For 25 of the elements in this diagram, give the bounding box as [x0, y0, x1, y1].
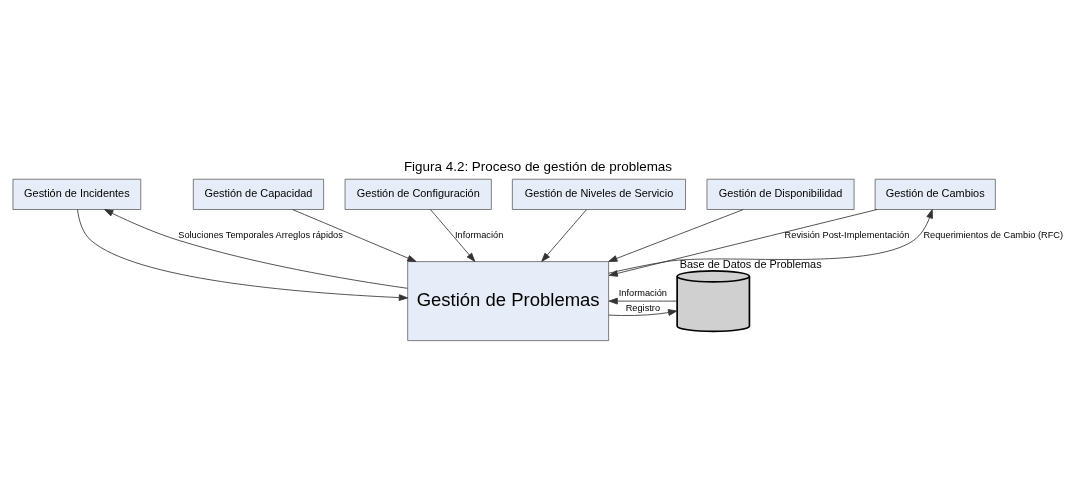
arrow [104, 209, 408, 289]
arrow [608, 309, 678, 316]
node-box: Gestión de Niveles de Servicio [511, 178, 686, 210]
arrow [292, 209, 417, 262]
arrow [541, 209, 587, 262]
node-box: Gestión de Configuración [344, 178, 492, 210]
edge-label: Información [618, 287, 667, 298]
node-box: Gestión de Cambios [874, 178, 996, 210]
edge-label: Revisión Post-Implementación [784, 229, 910, 240]
arrow [430, 209, 476, 262]
arrow [608, 209, 744, 262]
node-box: Gestión de Incidentes [12, 178, 142, 210]
node-label: Base de Datos de Problemas [679, 257, 822, 270]
arrow [608, 297, 678, 305]
edge-label: Soluciones Temporales Arreglos rápidos [178, 229, 343, 240]
edge-label: Información [455, 229, 504, 240]
node-box: Gestión de Disponibilidad [706, 178, 855, 210]
diagram-title: Figura 4.2: Proceso de gestión de problemas [403, 159, 673, 175]
arrow [608, 209, 878, 277]
arrow [608, 209, 933, 274]
arrow [77, 209, 409, 301]
edge-label: Requerimientos de Cambio (RFC) [923, 229, 1064, 240]
node-box: Gestión de Capacidad [192, 178, 325, 210]
node-box: Gestión de Problemas [407, 261, 610, 342]
edge-label: Registro [625, 303, 661, 314]
